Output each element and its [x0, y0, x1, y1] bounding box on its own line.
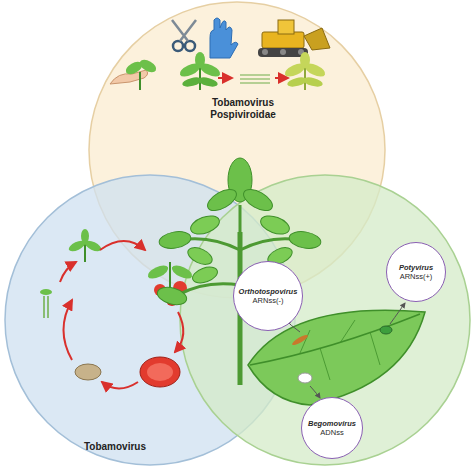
- genome-label: OrthotospovirusARNss(-): [239, 287, 298, 305]
- genome-circle: OrthotospovirusARNss(-): [233, 261, 303, 331]
- virus-genus: Orthotospovirus: [239, 287, 298, 296]
- seed-cycle: [40, 229, 194, 389]
- virus-name: Pospiviroidae: [210, 109, 276, 121]
- genome-label: PotyvirusARNss(+): [399, 263, 433, 281]
- genome-label: BegomovirusADNss: [308, 419, 356, 437]
- venn-region: TobamovirusPospiviroidae: [89, 2, 385, 298]
- genome-circle: BegomovirusADNss: [301, 397, 363, 459]
- genome-type: ARNss(-): [253, 296, 284, 305]
- venn-circles: [5, 2, 470, 465]
- genome-circle: PotyvirusARNss(+): [386, 242, 446, 302]
- region-label: Tobamovirus: [84, 441, 146, 453]
- virus-genus: Potyvirus: [399, 263, 433, 272]
- tools-icons: [172, 18, 330, 58]
- virus-name: Tobamovirus: [210, 97, 276, 109]
- virus-genus: Begomovirus: [308, 419, 356, 428]
- virus-name: Tobamovirus: [84, 441, 146, 453]
- genome-type: ARNss(+): [400, 272, 433, 281]
- region-label: TobamovirusPospiviroidae: [210, 97, 276, 121]
- genome-type: ADNss: [320, 428, 343, 437]
- transmission-row: [110, 52, 327, 90]
